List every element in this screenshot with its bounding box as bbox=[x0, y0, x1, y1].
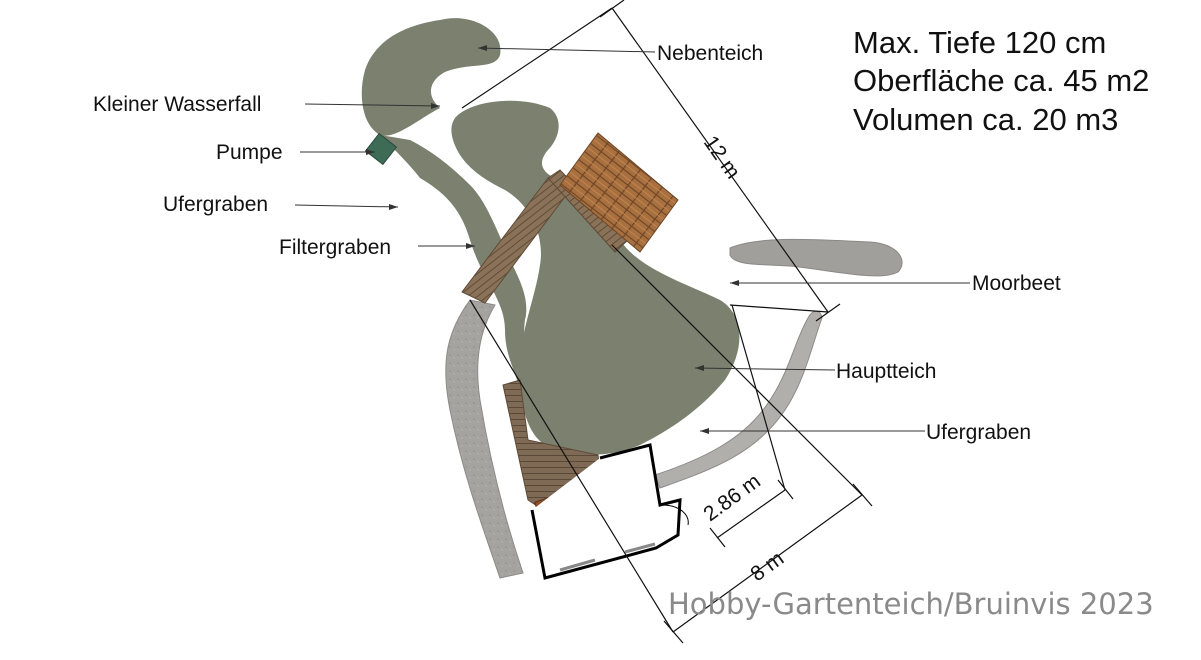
pump-block bbox=[364, 132, 398, 166]
dim-ext-286m bbox=[731, 304, 786, 491]
dim-line-12m bbox=[611, 7, 829, 313]
label-ufergraben-right: Ufergraben bbox=[926, 421, 1031, 444]
dim-label-12m: 12 m bbox=[699, 132, 745, 183]
dim-ext-12m-a bbox=[461, 7, 613, 109]
stat-max-depth: Max. Tiefe 120 cm bbox=[853, 25, 1106, 60]
dim-ext-8m-a bbox=[611, 244, 863, 496]
label-kleiner-wasserfall: Kleiner Wasserfall bbox=[93, 93, 261, 116]
dim-label-286m: 2.86 m bbox=[699, 470, 764, 526]
stat-surface: Oberfläche ca. 45 m2 bbox=[853, 63, 1149, 98]
dim-tick-8m-a bbox=[852, 483, 873, 507]
dim-tick-12m-b bbox=[815, 303, 841, 322]
dim-tick-286m-a bbox=[777, 479, 794, 500]
garden-house bbox=[530, 443, 682, 580]
house-window bbox=[559, 558, 596, 572]
dim-tick-8m-b bbox=[663, 620, 684, 644]
label-filtergraben: Filtergraben bbox=[279, 236, 391, 259]
dim-tick-286m-b bbox=[709, 527, 726, 548]
label-ufergraben-left: Ufergraben bbox=[163, 193, 268, 216]
label-hauptteich: Hauptteich bbox=[836, 360, 936, 383]
gravel-path-right bbox=[654, 310, 823, 489]
dim-line-8m bbox=[672, 494, 863, 633]
label-nebenteich: Nebenteich bbox=[657, 42, 763, 65]
dim-ext-12m-b bbox=[729, 304, 829, 313]
dim-ext-8m-b bbox=[469, 299, 674, 633]
hauptteich-pond bbox=[451, 100, 740, 455]
dim-line-286m bbox=[716, 489, 786, 539]
moorbeet-bed bbox=[729, 238, 903, 277]
credit-text: Hobby-Gartenteich/Bruinvis 2023 bbox=[668, 587, 1154, 621]
label-moorbeet: Moorbeet bbox=[972, 272, 1061, 295]
gravel-path-left bbox=[445, 299, 524, 579]
nebenteich-pond bbox=[361, 18, 501, 136]
pergola-roof bbox=[559, 132, 679, 253]
label-pumpe: Pumpe bbox=[216, 141, 283, 164]
leader-lines bbox=[294, 45, 970, 434]
stat-volume: Volumen ca. 20 m3 bbox=[853, 102, 1118, 137]
house-window-2 bbox=[624, 542, 656, 554]
house-door-arc bbox=[661, 504, 689, 526]
